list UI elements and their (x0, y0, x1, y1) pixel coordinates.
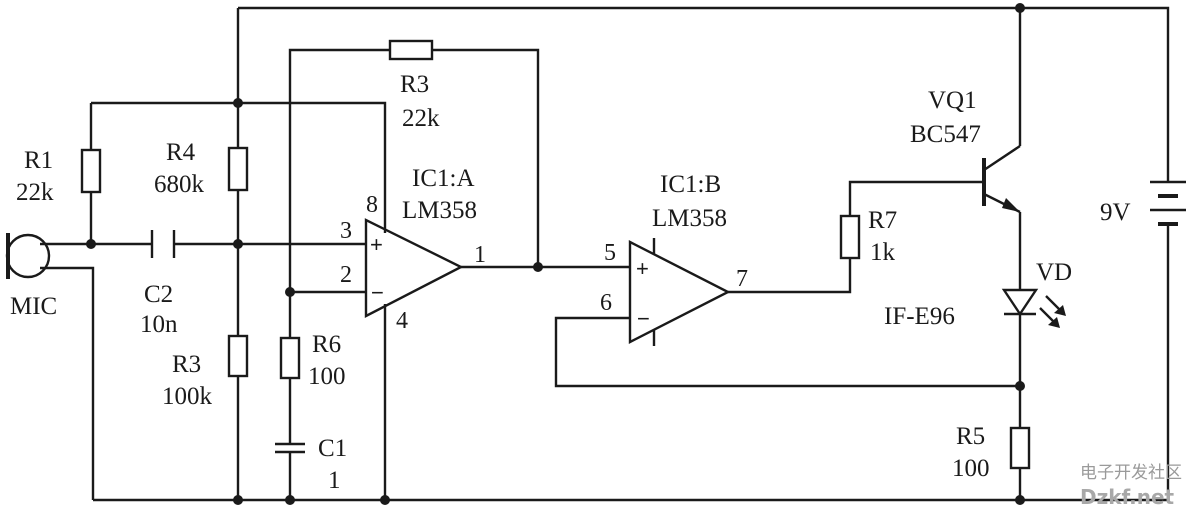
junctions (86, 3, 1025, 505)
junction-dot (86, 239, 96, 249)
vq1-part-label: BC547 (910, 121, 981, 148)
ic1a-part-label: LM358 (402, 197, 477, 224)
resistor-r3-feedback-symbol (388, 39, 434, 61)
watermark-url: Dzkf.net (1080, 485, 1175, 509)
ic1b-plus-sign: + (636, 256, 649, 281)
r6-value-label: 100 (308, 363, 346, 390)
ic1a-pin2-label: 2 (340, 262, 352, 288)
ic1b-pin6-label: 6 (600, 290, 612, 316)
ic1a-minus-sign: − (371, 280, 384, 305)
battery-symbol (1150, 180, 1186, 232)
resistor-r6-symbol (279, 336, 301, 380)
battery-voltage-label: 9V (1100, 199, 1131, 226)
r5-value-label: 100 (952, 455, 990, 482)
ic1b-pin5-label: 5 (604, 240, 616, 266)
wire-bias-row (91, 101, 387, 233)
watermark-text: 电子开发社区 (1080, 463, 1182, 483)
vd-part-label: IF-E96 (884, 303, 955, 330)
wire-top-rail (238, 6, 1170, 182)
led-vd-symbol (1001, 288, 1066, 328)
ic1a-plus-sign: + (370, 232, 383, 257)
c1-value-label: 1 (328, 467, 341, 494)
wire-feedback (288, 48, 540, 292)
ic1a-pin4-label: 4 (396, 308, 408, 334)
junction-dot (233, 495, 243, 505)
r1-ref-label: R1 (24, 147, 53, 174)
vq1-ref-label: VQ1 (928, 87, 977, 114)
capacitor-c1-symbol (275, 442, 305, 454)
wires (40, 6, 1170, 502)
r4-value-label: 680k (154, 171, 205, 198)
r7-value-label: 1k (870, 239, 896, 266)
capacitor-c2-symbol (150, 230, 176, 258)
resistor-r3-bias-symbol (227, 334, 249, 378)
mic-label: MIC (10, 293, 57, 320)
r3-feedback-ref-label: R3 (400, 71, 429, 98)
resistor-r1-symbol (80, 148, 102, 194)
junction-dot (533, 262, 543, 272)
ic1b-part-label: LM358 (652, 205, 727, 232)
ic1b-ref-label: IC1:B (660, 171, 721, 198)
junction-dot (380, 495, 390, 505)
r6-ref-label: R6 (312, 331, 341, 358)
ic1b-minus-sign: − (637, 306, 650, 331)
junction-dot (233, 239, 243, 249)
wire-mic-gnd (40, 266, 95, 500)
c2-ref-label: C2 (144, 281, 173, 308)
r3-bias-value-label: 100k (162, 383, 213, 410)
junction-dot (1015, 381, 1025, 391)
opamp-ic1b-symbol: + − (628, 238, 731, 346)
wire-ic1b-fb (554, 316, 1020, 388)
junction-dot (1015, 3, 1025, 13)
c1-ref-label: C1 (318, 435, 347, 462)
ic1a-pin1-label: 1 (474, 242, 486, 268)
ic1a-ref-label: IC1:A (412, 165, 475, 192)
r5-ref-label: R5 (956, 423, 985, 450)
r1-value-label: 22k (16, 179, 54, 206)
r4-ref-label: R4 (166, 139, 196, 166)
r3-feedback-value-label: 22k (402, 105, 440, 132)
microphone-symbol (5, 233, 51, 279)
resistor-r7-symbol (839, 214, 861, 260)
opamp-ic1a-symbol: + − (364, 218, 464, 318)
junction-dot (1015, 495, 1025, 505)
junction-dot (285, 495, 295, 505)
resistor-r4-symbol (227, 146, 249, 192)
transistor-vq1-symbol (982, 145, 1021, 214)
vd-ref-label: VD (1036, 259, 1072, 286)
resistor-r5-symbol (1009, 426, 1031, 470)
ic1b-pin7-label: 7 (736, 266, 748, 292)
junction-dot (233, 98, 243, 108)
ic1a-pin8-label: 8 (366, 192, 378, 218)
c2-value-label: 10n (140, 311, 178, 338)
junction-dot (285, 287, 295, 297)
ic1a-pin3-label: 3 (340, 218, 352, 244)
wire-r7-top (848, 180, 984, 216)
r3-bias-ref-label: R3 (172, 351, 201, 378)
r7-ref-label: R7 (868, 207, 897, 234)
wire-ic1b-out (728, 258, 852, 294)
